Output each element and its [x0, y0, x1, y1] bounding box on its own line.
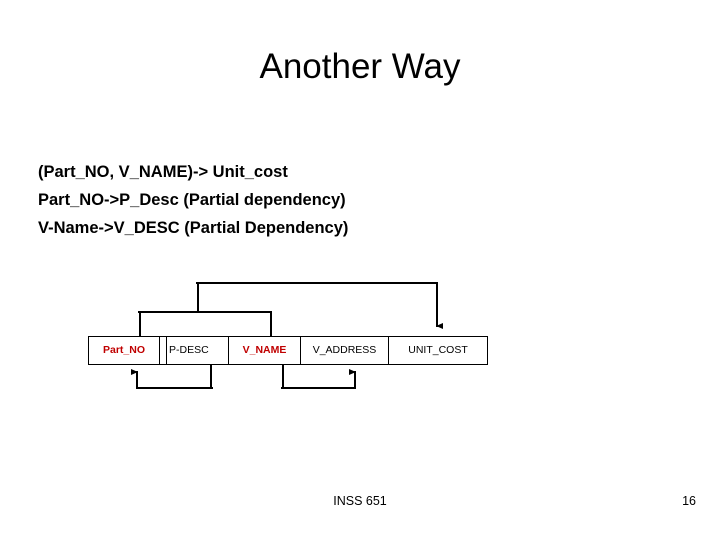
attribute-cell-unit-cost[interactable]: UNIT_COST: [389, 337, 487, 364]
relation-schema-table: Part_NO P-DESC V_NAME V_ADDRESS UNIT_COS…: [88, 336, 488, 365]
attribute-cell-v-address[interactable]: V_ADDRESS: [301, 337, 389, 364]
attribute-cell-v-name[interactable]: V_NAME: [229, 337, 301, 364]
dependency-statement: Part_NO->P_Desc (Partial dependency): [38, 191, 346, 209]
attribute-cell-spacer: [160, 337, 167, 364]
bracket-composite-key-members: [138, 311, 272, 337]
arrow-composite-key-to-unit-cost: [196, 282, 443, 329]
footer-page-number: 16: [682, 494, 696, 508]
attribute-cell-part-no[interactable]: Part_NO: [89, 337, 160, 364]
dependency-statement: V-Name->V_DESC (Partial Dependency): [38, 219, 349, 237]
dependency-statement-list: (Part_NO, V_NAME)-> Unit_cost Part_NO->P…: [38, 158, 478, 242]
page-title: Another Way: [259, 47, 461, 86]
attribute-cell-p-desc[interactable]: P-DESC: [167, 337, 229, 364]
dependency-statement: (Part_NO, V_NAME)-> Unit_cost: [38, 163, 288, 181]
arrow-part-no-to-p-desc: [131, 364, 213, 389]
arrow-v-name-to-v-address: [281, 364, 356, 389]
footer-course-label: INSS 651: [333, 494, 387, 508]
